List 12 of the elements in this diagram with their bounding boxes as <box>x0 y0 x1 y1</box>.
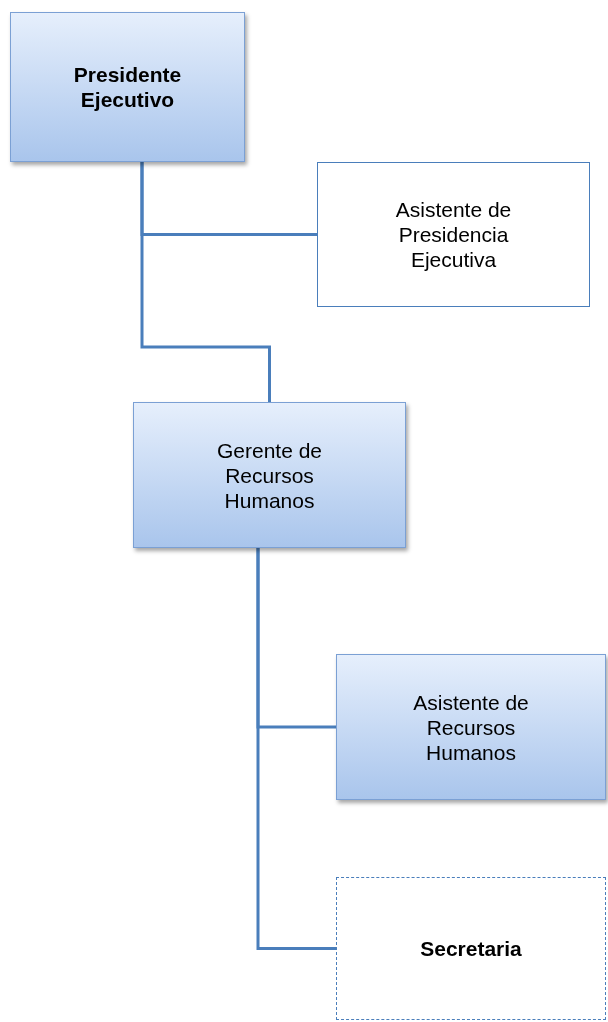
position-box <box>317 162 590 307</box>
position-title: Asistente de Presidencia Ejecutiva <box>394 197 513 272</box>
position-title: Presidente Ejecutivo <box>72 62 183 112</box>
position-box <box>133 402 406 548</box>
position-title: Asistente de Recursos Humanos <box>412 689 530 765</box>
position-box <box>10 12 245 162</box>
connector-line <box>140 162 271 402</box>
position-title: Secretaria <box>419 936 523 961</box>
connector-line <box>256 548 336 950</box>
position-box <box>336 654 606 800</box>
dashed-position-box <box>336 877 606 1020</box>
position-title: Gerente de Recursos Humanos <box>215 437 324 513</box>
